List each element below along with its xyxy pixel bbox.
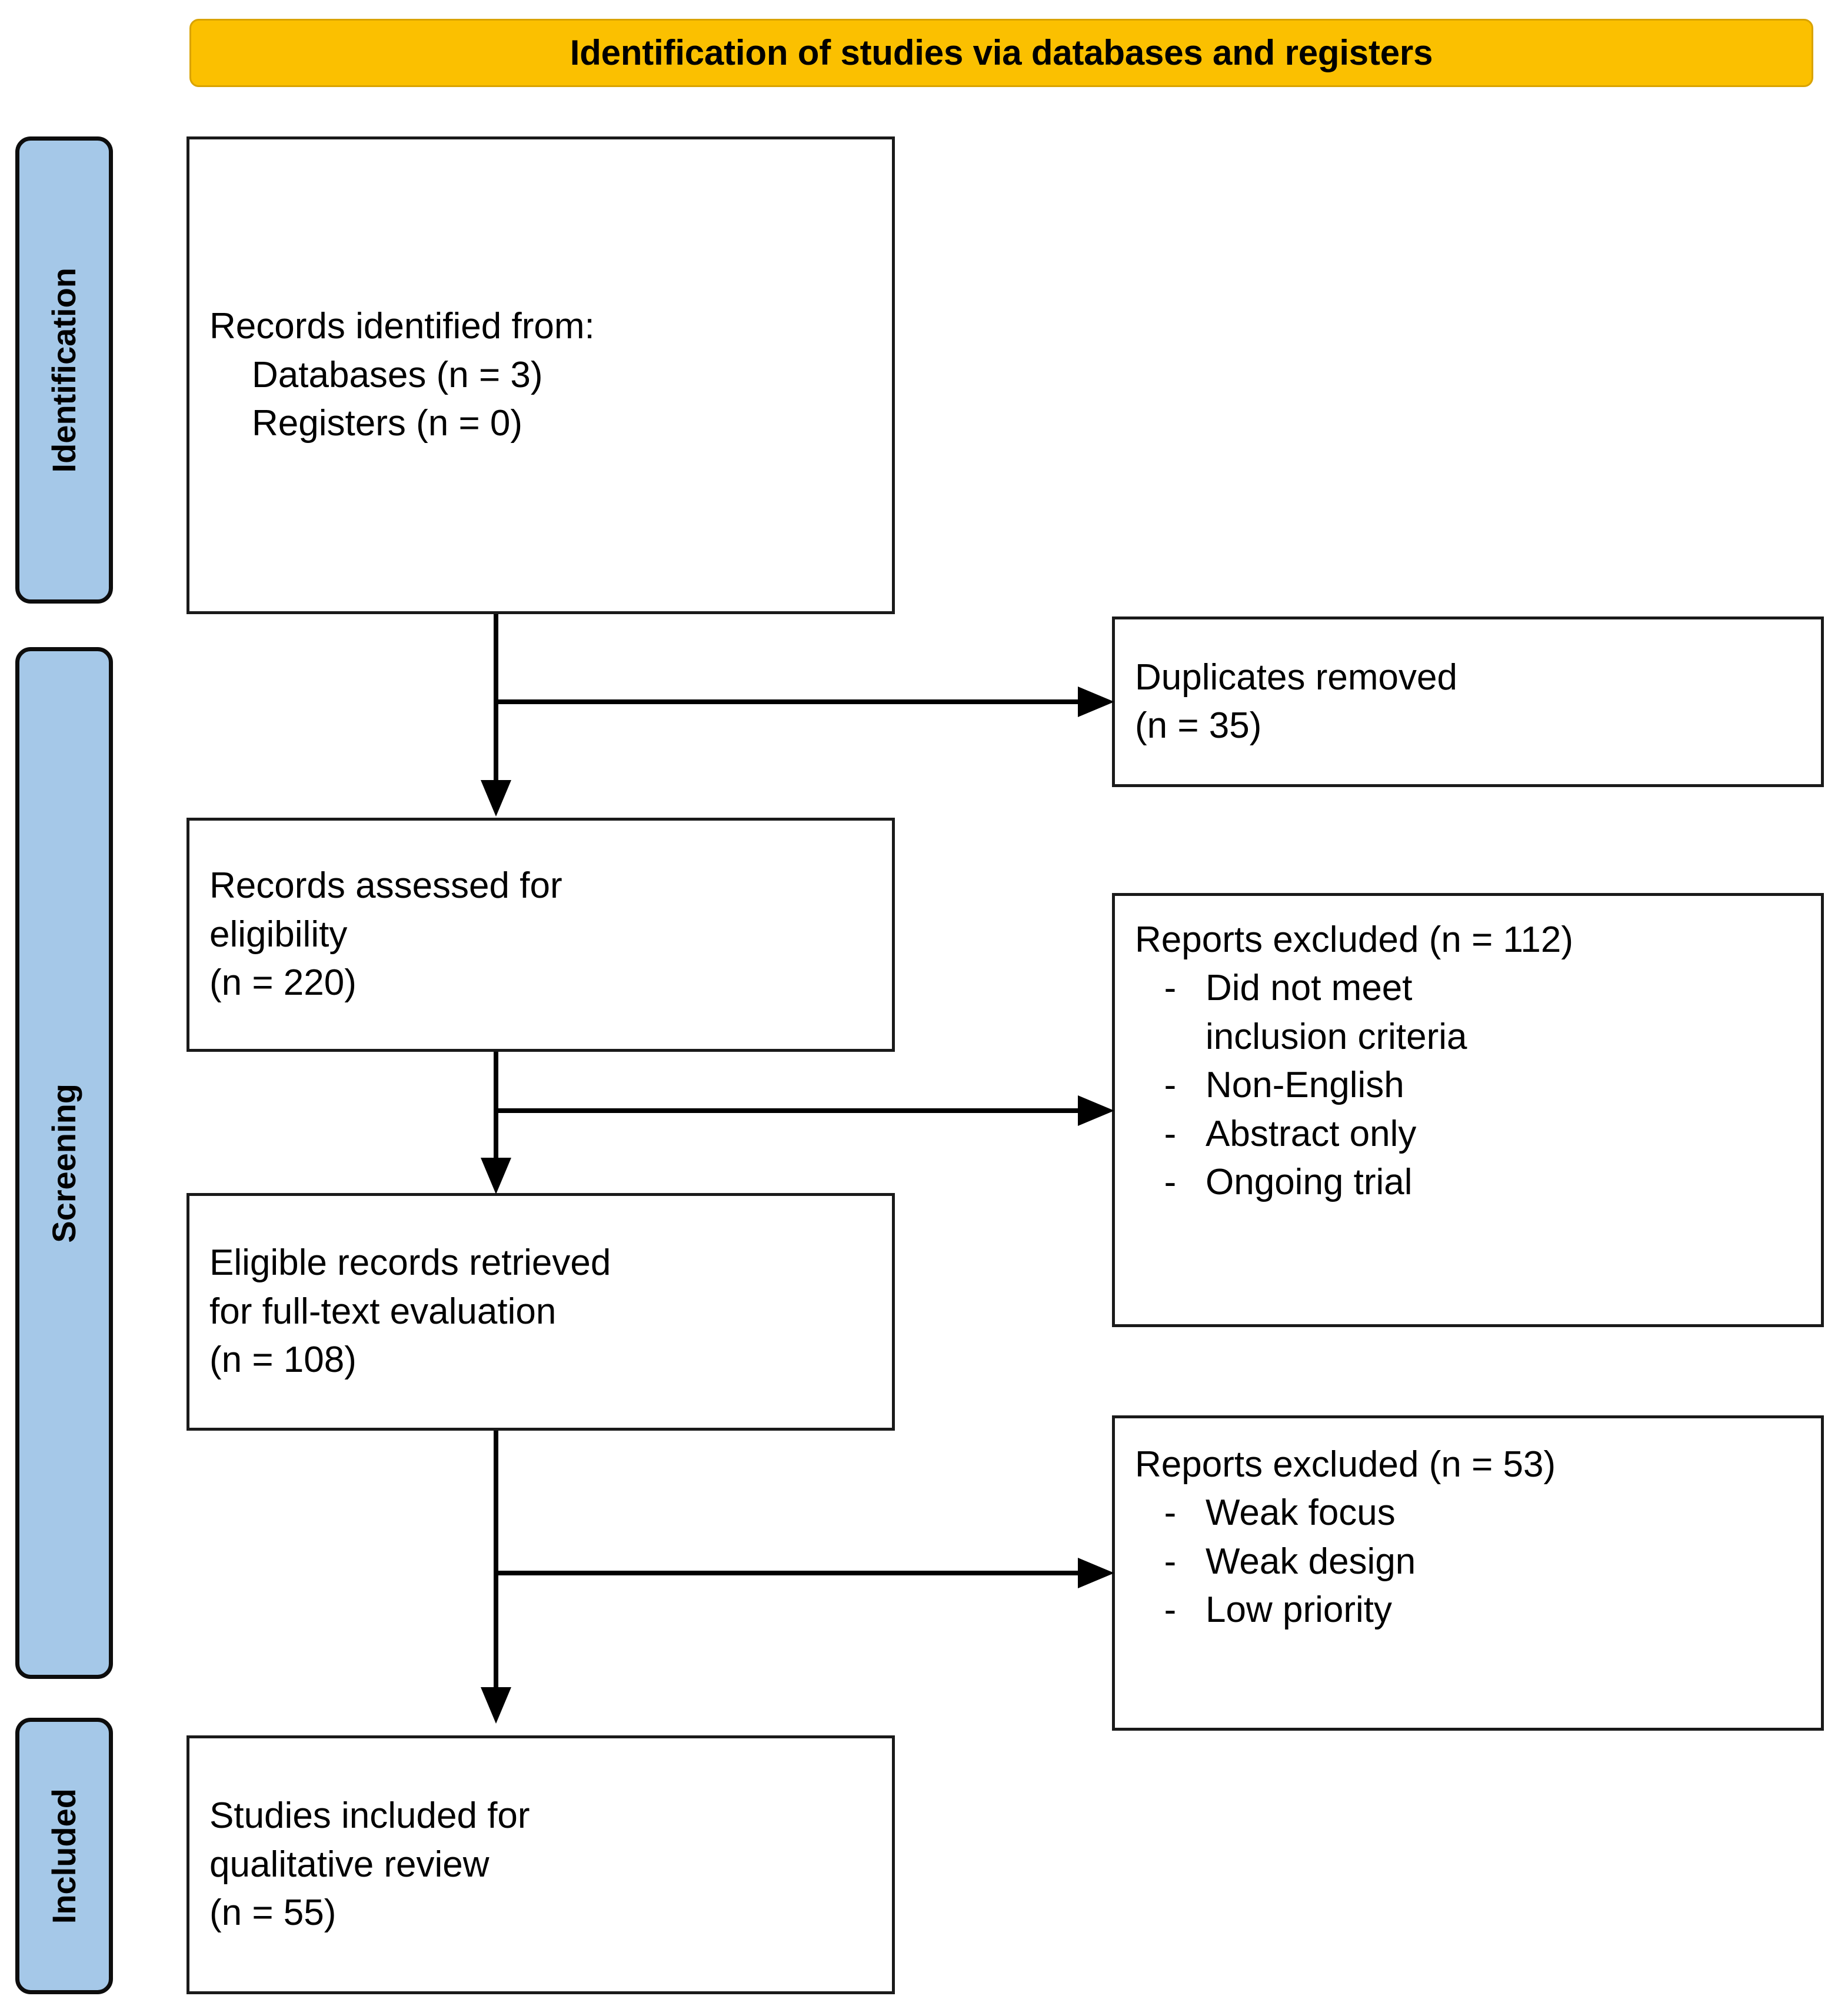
connector-identified-to-assessed <box>494 614 498 780</box>
reason-text: Non-English <box>1206 1065 1404 1106</box>
dash-bullet-icon: - <box>1164 1065 1177 1106</box>
list-item: - Non-English <box>1135 1061 1801 1109</box>
box-records-identified: Records identified from: Databases (n = … <box>187 136 895 614</box>
box-records-assessed: Records assessed for eligibility (n = 22… <box>187 818 895 1052</box>
list-item: - Abstract only <box>1135 1110 1801 1158</box>
reason-text: Weak focus <box>1206 1492 1396 1534</box>
connector-assessed-to-retrieved <box>494 1052 498 1158</box>
arrowhead-assessed-to-retrieved <box>481 1158 511 1194</box>
records-identified-line-3: Registers (n = 0) <box>252 403 523 444</box>
reports-excluded-screening-reason-list: - Did not meet inclusion criteria - Non-… <box>1135 964 1801 1207</box>
records-assessed-line-1: Records assessed for <box>209 865 562 907</box>
list-item: - Weak design <box>1135 1538 1801 1586</box>
stage-label-included: Included <box>45 1788 82 1924</box>
reports-excluded-screening-heading: Reports excluded (n = 112) <box>1135 919 1573 960</box>
reason-text: Abstract only <box>1206 1113 1417 1154</box>
arrowhead-retrieved-to-included <box>481 1687 511 1724</box>
stage-label-screening: Screening <box>45 1083 82 1243</box>
eligible-records-line-1: Eligible records retrieved <box>209 1242 611 1284</box>
reason-text: Weak design <box>1206 1541 1416 1582</box>
phase-banner-title: Identification of studies via databases … <box>570 33 1433 72</box>
dash-bullet-icon: - <box>1164 1113 1177 1154</box>
box-studies-included: Studies included for qualitative review … <box>187 1735 895 1994</box>
duplicates-removed-line-1: Duplicates removed <box>1135 657 1457 698</box>
studies-included-line-3: (n = 55) <box>209 1892 337 1934</box>
arrowhead-assessed-to-excluded-screening <box>1078 1095 1114 1126</box>
reason-text: Ongoing trial <box>1206 1162 1413 1203</box>
list-item: - Weak focus <box>1135 1489 1801 1537</box>
arrowhead-identified-to-assessed <box>481 780 511 817</box>
phase-banner: Identification of studies via databases … <box>189 19 1813 87</box>
box-reports-excluded-fulltext: Reports excluded (n = 53) - Weak focus -… <box>1112 1415 1824 1731</box>
connector-assessed-to-excluded-screening <box>494 1108 1078 1113</box>
list-item: - Low priority <box>1135 1586 1801 1634</box>
dash-bullet-icon: - <box>1164 968 1177 1009</box>
studies-included-line-1: Studies included for <box>209 1795 530 1837</box>
duplicates-removed-line-2: (n = 35) <box>1135 705 1262 746</box>
reports-excluded-fulltext-reason-list: - Weak focus - Weak design - Low priorit… <box>1135 1489 1801 1634</box>
eligible-records-line-3: (n = 108) <box>209 1339 357 1381</box>
reason-text: Low priority <box>1206 1590 1392 1631</box>
reason-text: Did not meet inclusion criteria <box>1206 968 1467 1057</box>
records-identified-line-2: Databases (n = 3) <box>252 354 543 395</box>
studies-included-line-2: qualitative review <box>209 1844 490 1885</box>
list-item: - Ongoing trial <box>1135 1158 1801 1207</box>
dash-bullet-icon: - <box>1164 1590 1177 1631</box>
stage-block-screening: Screening <box>15 647 113 1679</box>
reports-excluded-fulltext-heading: Reports excluded (n = 53) <box>1135 1444 1556 1485</box>
connector-retrieved-to-included <box>494 1431 498 1687</box>
dash-bullet-icon: - <box>1164 1162 1177 1203</box>
records-assessed-line-3: (n = 220) <box>209 962 357 1004</box>
list-item: - Did not meet inclusion criteria <box>1135 964 1801 1061</box>
box-duplicates-removed: Duplicates removed (n = 35) <box>1112 617 1824 787</box>
records-assessed-line-2: eligibility <box>209 914 348 955</box>
dash-bullet-icon: - <box>1164 1492 1177 1534</box>
stage-block-identification: Identification <box>15 136 113 604</box>
stage-block-included: Included <box>15 1718 113 1994</box>
box-reports-excluded-screening: Reports excluded (n = 112) - Did not mee… <box>1112 893 1824 1327</box>
connector-retrieved-to-excluded-fulltext <box>494 1571 1078 1575</box>
arrowhead-retrieved-to-excluded-fulltext <box>1078 1558 1114 1588</box>
eligible-records-line-2: for full-text evaluation <box>209 1291 557 1332</box>
dash-bullet-icon: - <box>1164 1541 1177 1582</box>
records-identified-line-1: Records identified from: <box>209 306 595 347</box>
stage-label-identification: Identification <box>45 267 82 473</box>
arrowhead-identified-to-duplicates <box>1078 687 1114 717</box>
box-eligible-records-retrieved: Eligible records retrieved for full-text… <box>187 1193 895 1431</box>
connector-identified-to-duplicates <box>494 699 1078 704</box>
